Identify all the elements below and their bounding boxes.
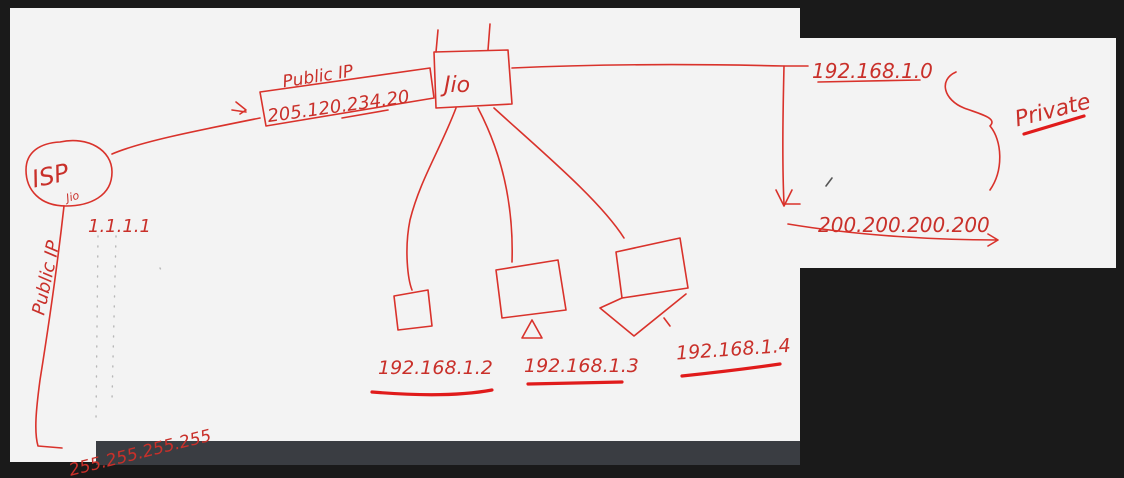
router-antenna-right [487,23,491,51]
other-network-arrow [787,223,999,247]
dotted-guide-3 [159,267,165,277]
router-antenna-left [435,29,439,53]
private-network-underline [817,79,921,83]
private-brace [944,71,1001,191]
device-2-ip: 192.168.1.3 [524,355,639,377]
router-label: Jio [440,73,470,98]
isp-jio-label: Jio [63,189,81,206]
isp-router-link [111,117,261,155]
player-control-bar[interactable] [96,441,800,465]
router-box [433,49,513,109]
device-1-box [393,289,433,331]
router-device-link-1 [406,107,457,291]
device-2-box [495,259,567,319]
isp-node [25,139,113,207]
public-ip-underline [341,109,389,119]
whiteboard-main [10,8,800,462]
private-underline [1022,114,1086,136]
device-2-underline [526,380,624,386]
private-network-address: 192.168.1.0 [812,59,933,83]
device-3-base [599,293,687,337]
router-lan-link [511,63,809,69]
dotted-guide-1 [95,235,99,421]
device-1-ip: 192.168.1.2 [378,357,493,379]
public-ip-box [259,67,435,127]
lan-branch-arrow [775,189,793,207]
router-device-link-3 [493,107,625,239]
device-3-mark [663,317,671,327]
public-ip-bracket [231,101,247,115]
device-3-box [615,237,689,299]
other-network-address: 200.200.200.200 [818,213,990,237]
whiteboard-extension [748,38,1116,268]
device-2-stand [521,319,543,339]
pen-cursor [825,177,833,187]
dns-ip-label: 1.1.1.1 [88,216,151,237]
lan-branch-down [782,65,801,205]
router-device-link-2 [477,107,513,263]
device-1-underline [370,388,494,397]
isp-down-link [35,205,65,449]
device-3-underline [680,362,782,378]
